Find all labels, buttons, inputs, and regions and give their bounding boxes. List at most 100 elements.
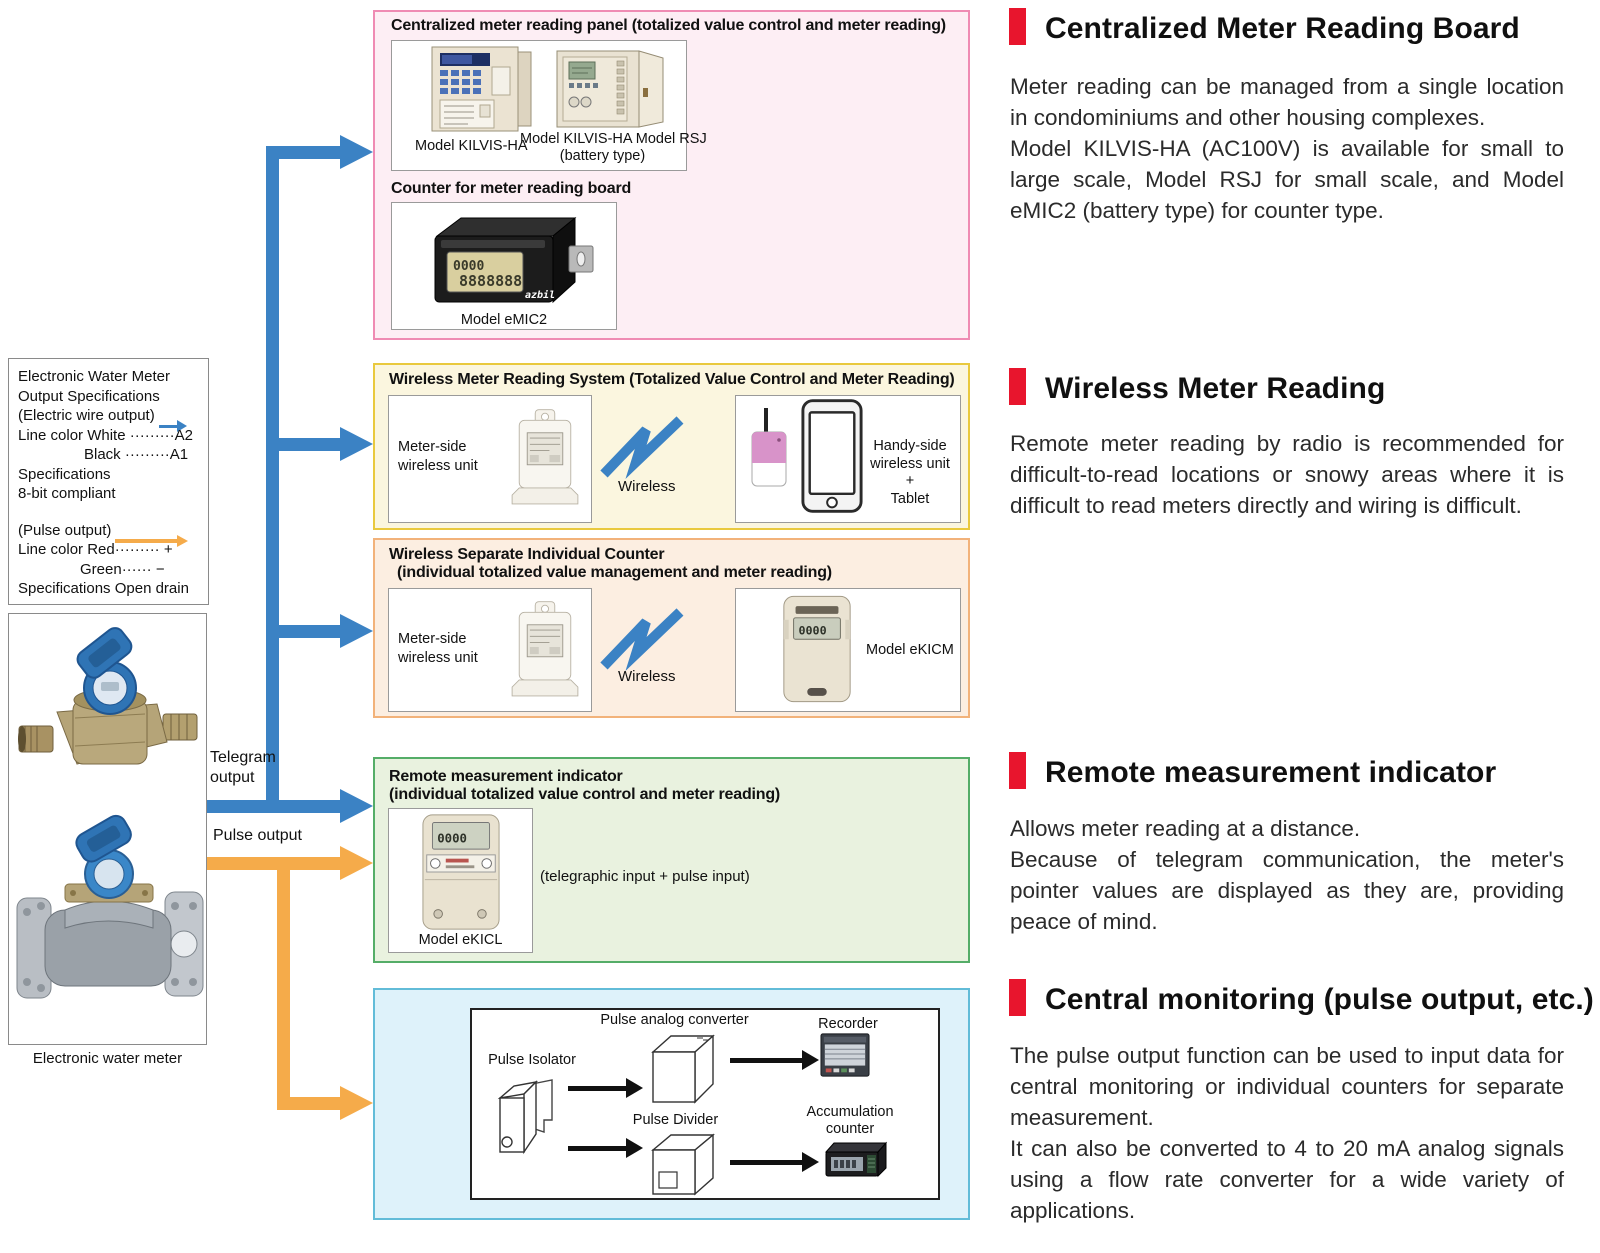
emic2-lcd-top: 0000 (453, 259, 484, 274)
pulse-line-1: Line color Red········· + (18, 541, 173, 558)
section-1-header: Centralized Meter Reading Board (1009, 8, 1520, 46)
kilvis-ha-image (431, 46, 532, 132)
isolator-to-converter-arrowhead-icon (626, 1078, 643, 1098)
handy-side-label: Handy-side wireless unit (870, 438, 950, 472)
section-2-header: Wireless Meter Reading (1009, 368, 1385, 406)
pulse-isolator-image (497, 1079, 553, 1155)
wireless-label-1: Wireless (618, 478, 676, 495)
section-1-body: Meter reading can be managed from a sing… (1010, 71, 1564, 226)
telegram-branch-panel-arrowhead-icon (340, 135, 373, 169)
converter-to-recorder-arrowhead-icon (802, 1050, 819, 1070)
telegram-main-arrowhead-icon (340, 789, 373, 823)
pulse-divider-image (651, 1133, 715, 1196)
pulse-main-arrowhead-icon (340, 846, 373, 880)
handy-side-tablet-label: Tablet (890, 491, 930, 507)
telegram-trunk-line (266, 146, 279, 813)
kilvis-rsj-sublabel: (battery type) (559, 148, 646, 164)
telegram-main-line (207, 800, 340, 813)
telegram-branch-panel-line (266, 146, 340, 159)
divider-to-counter-line (730, 1160, 802, 1165)
section-4-redbar-icon (1009, 979, 1026, 1016)
section-4-header: Central monitoring (pulse output, etc.) (1009, 979, 1594, 1017)
ekicm-lcd: 0000 (798, 623, 826, 637)
electric-line-2: Black ·········A1 (84, 446, 189, 463)
spec-gap (18, 504, 208, 521)
pulse-branch-central-line (277, 1097, 340, 1110)
handy-unit-image (751, 408, 787, 487)
telegram-output-label: Telegram output (210, 749, 276, 786)
ekicl-image: 0000 (422, 814, 500, 930)
electric-line-3: Specifications (18, 465, 111, 483)
pulse-output-label: (Pulse output) (18, 521, 112, 539)
isolator-to-divider-line (568, 1146, 626, 1151)
emic2-label: Model eMIC2 (460, 312, 548, 328)
emic2-image: 0000 8888888 azbil (434, 216, 594, 304)
section-4-title: Central monitoring (pulse output, etc.) (1045, 983, 1594, 1016)
telegraphic-pulse-note: (telegraphic input + pulse input) (540, 868, 750, 885)
electric-line-4: 8-bit compliant (18, 485, 116, 502)
section-4-paragraph-1: The pulse output function can be used to… (1010, 1043, 1564, 1130)
pulse-output-label: Pulse output (213, 827, 302, 844)
wireless-system-title: Wireless Meter Reading System (Totalized… (389, 371, 955, 388)
section-3-header: Remote measurement indicator (1009, 752, 1496, 790)
section-4-paragraph-2: It can also be converted to 4 to 20 mA a… (1010, 1136, 1564, 1223)
telegram-branch-wireless-line (266, 438, 340, 451)
spec-title-2: Output Specifications (18, 387, 160, 405)
emic2-brand: azbil (525, 289, 555, 301)
pulse-analog-converter-image (651, 1034, 715, 1104)
recorder-label: Recorder (818, 1016, 878, 1032)
wireless-label-2: Wireless (618, 668, 676, 685)
section-1-redbar-icon (1009, 8, 1026, 45)
emic2-lcd-bottom: 8888888 (459, 272, 522, 290)
handy-side-plus: + (905, 473, 915, 489)
section-3-paragraph-2: Because of telegram communication, the m… (1010, 847, 1564, 934)
pulse-analog-converter-label: Pulse analog converter (600, 1012, 749, 1028)
ekicl-label: Model eKICL (418, 932, 503, 948)
kilvis-rsj-image (556, 50, 664, 128)
pulse-output-line: (Pulse output) (18, 521, 208, 547)
section-1-paragraph-1: Meter reading can be managed from a sing… (1010, 74, 1564, 130)
kilvis-rsj-label: Model KILVIS-HA Model RSJ (520, 131, 707, 147)
separate-counter-title-1: Wireless Separate Individual Counter (389, 546, 665, 563)
output-spec-box: Electronic Water Meter Output Specificat… (8, 358, 209, 605)
remote-indicator-title-1: Remote measurement indicator (389, 768, 623, 785)
telegram-branch-separate-arrowhead-icon (340, 614, 373, 648)
recorder-image (820, 1033, 870, 1077)
section-3-redbar-icon (1009, 752, 1026, 789)
telegram-branch-separate-line (266, 625, 340, 638)
accumulation-counter-image (824, 1141, 888, 1178)
divider-to-counter-arrowhead-icon (802, 1152, 819, 1172)
separate-counter-title-2: (individual totalized value management a… (397, 564, 832, 581)
pulse-main-line (207, 857, 340, 870)
separate-wireless-bolt-icon (600, 608, 684, 671)
ekicl-lcd: 0000 (437, 832, 467, 846)
wireless-bolt-icon (600, 416, 684, 479)
isolator-to-converter-line (568, 1086, 626, 1091)
water-meter-flanged-image (16, 814, 204, 999)
ekicm-image: 0000 (783, 595, 851, 703)
accumulation-counter-label-2: counter (825, 1121, 875, 1137)
section-2-body: Remote meter reading by radio is recomme… (1010, 428, 1564, 521)
meter-side-unit-label: Meter-side wireless unit (398, 439, 478, 474)
section-2-title: Wireless Meter Reading (1045, 372, 1386, 405)
electric-output-line: (Electric wire output) (18, 406, 208, 433)
electric-output-label: (Electric wire output) (18, 407, 155, 424)
telegram-branch-wireless-arrowhead-icon (340, 427, 373, 461)
pulse-line-2: Green······ − (80, 560, 165, 578)
section-3-title: Remote measurement indicator (1045, 756, 1497, 789)
section-3-body: Allows meter reading at a distance. Beca… (1010, 813, 1564, 937)
water-meter-threaded-image (18, 627, 198, 765)
accumulation-counter-label-1: Accumulation (806, 1104, 894, 1120)
electric-line-1: Line color White ·········A2 (18, 426, 194, 444)
remote-indicator-title-2: (individual totalized value control and … (389, 786, 781, 803)
centralized-panel-title: Centralized meter reading panel (totaliz… (391, 17, 946, 34)
kilvis-ha-label: Model KILVIS-HA (415, 138, 528, 154)
section-1-title: Centralized Meter Reading Board (1045, 12, 1520, 45)
isolator-to-divider-arrowhead-icon (626, 1138, 643, 1158)
section-2-redbar-icon (1009, 368, 1026, 405)
pulse-branch-central-arrowhead-icon (340, 1086, 373, 1120)
section-1-paragraph-2: Model KILVIS-HA (AC100V) is available fo… (1010, 136, 1564, 223)
water-meter-photo-box (8, 613, 207, 1045)
pulse-trunk-line (277, 857, 290, 1110)
